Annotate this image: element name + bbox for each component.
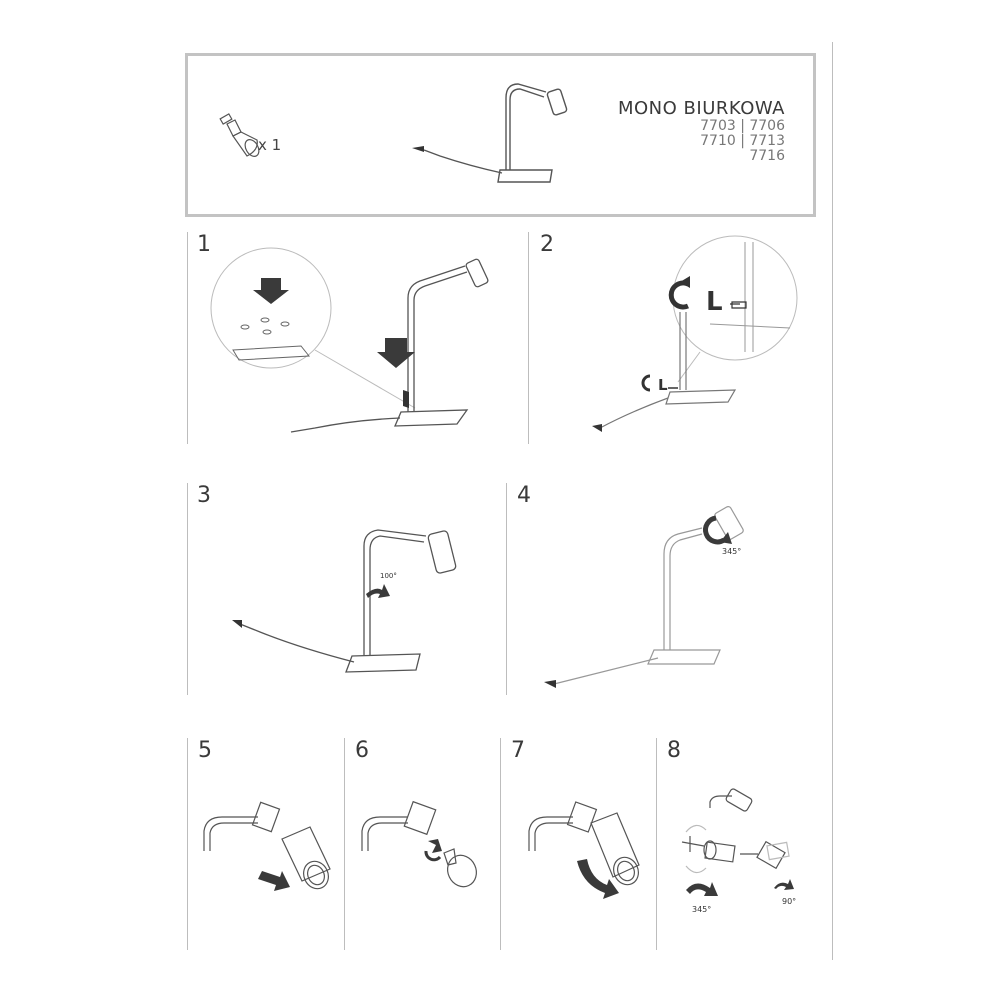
step-4-angle: 345° (722, 547, 741, 556)
product-title: MONO BIURKOWA (617, 98, 785, 119)
step-7-illustration (528, 801, 640, 899)
step-3-angle: 100° (380, 572, 397, 580)
product-code-1: 7703 | 7706 (700, 118, 785, 134)
product-info: MONO BIURKOWA 7703 | 7706 7710 | 7713 77… (600, 98, 785, 164)
step-1-divider (187, 232, 188, 444)
page-divider (832, 42, 833, 960)
step-2-divider (528, 232, 529, 444)
step-5-divider (187, 738, 188, 950)
step-3-divider (187, 483, 188, 695)
step-2-illustration: L L (592, 235, 798, 432)
step-8-illustration: 345° 90° (681, 788, 796, 914)
step-4-divider (506, 483, 507, 695)
step-7-number: 7 (511, 738, 525, 763)
step-8-angle-tilt: 90° (782, 897, 796, 906)
step-2-key-label-large: L (706, 287, 723, 317)
step-1-number: 1 (197, 232, 211, 257)
step-6-number: 6 (355, 738, 369, 763)
step-4-number: 4 (517, 483, 531, 508)
step-2-key-label-small: L (658, 376, 668, 394)
step-3-number: 3 (197, 483, 211, 508)
product-code-3: 7716 (749, 148, 785, 164)
step-5-number: 5 (198, 738, 212, 763)
header-box (185, 53, 816, 217)
product-code-2: 7710 | 7713 (700, 133, 785, 149)
step-2-number: 2 (540, 232, 554, 257)
step-8-number: 8 (667, 738, 681, 763)
step-5-illustration (203, 801, 331, 891)
bulb-quantity: x 1 (258, 136, 282, 154)
step-6-illustration (361, 800, 477, 888)
step-3-illustration: 100° (232, 529, 457, 673)
step-4-illustration: 345° (544, 506, 744, 688)
step-8-divider (656, 738, 657, 950)
step-8-angle-rotate: 345° (692, 905, 711, 914)
step-1-illustration (210, 247, 489, 433)
gu10-bulb-icon (219, 113, 260, 157)
header-lamp-illustration (412, 83, 568, 183)
step-7-divider (500, 738, 501, 950)
step-6-divider (344, 738, 345, 950)
